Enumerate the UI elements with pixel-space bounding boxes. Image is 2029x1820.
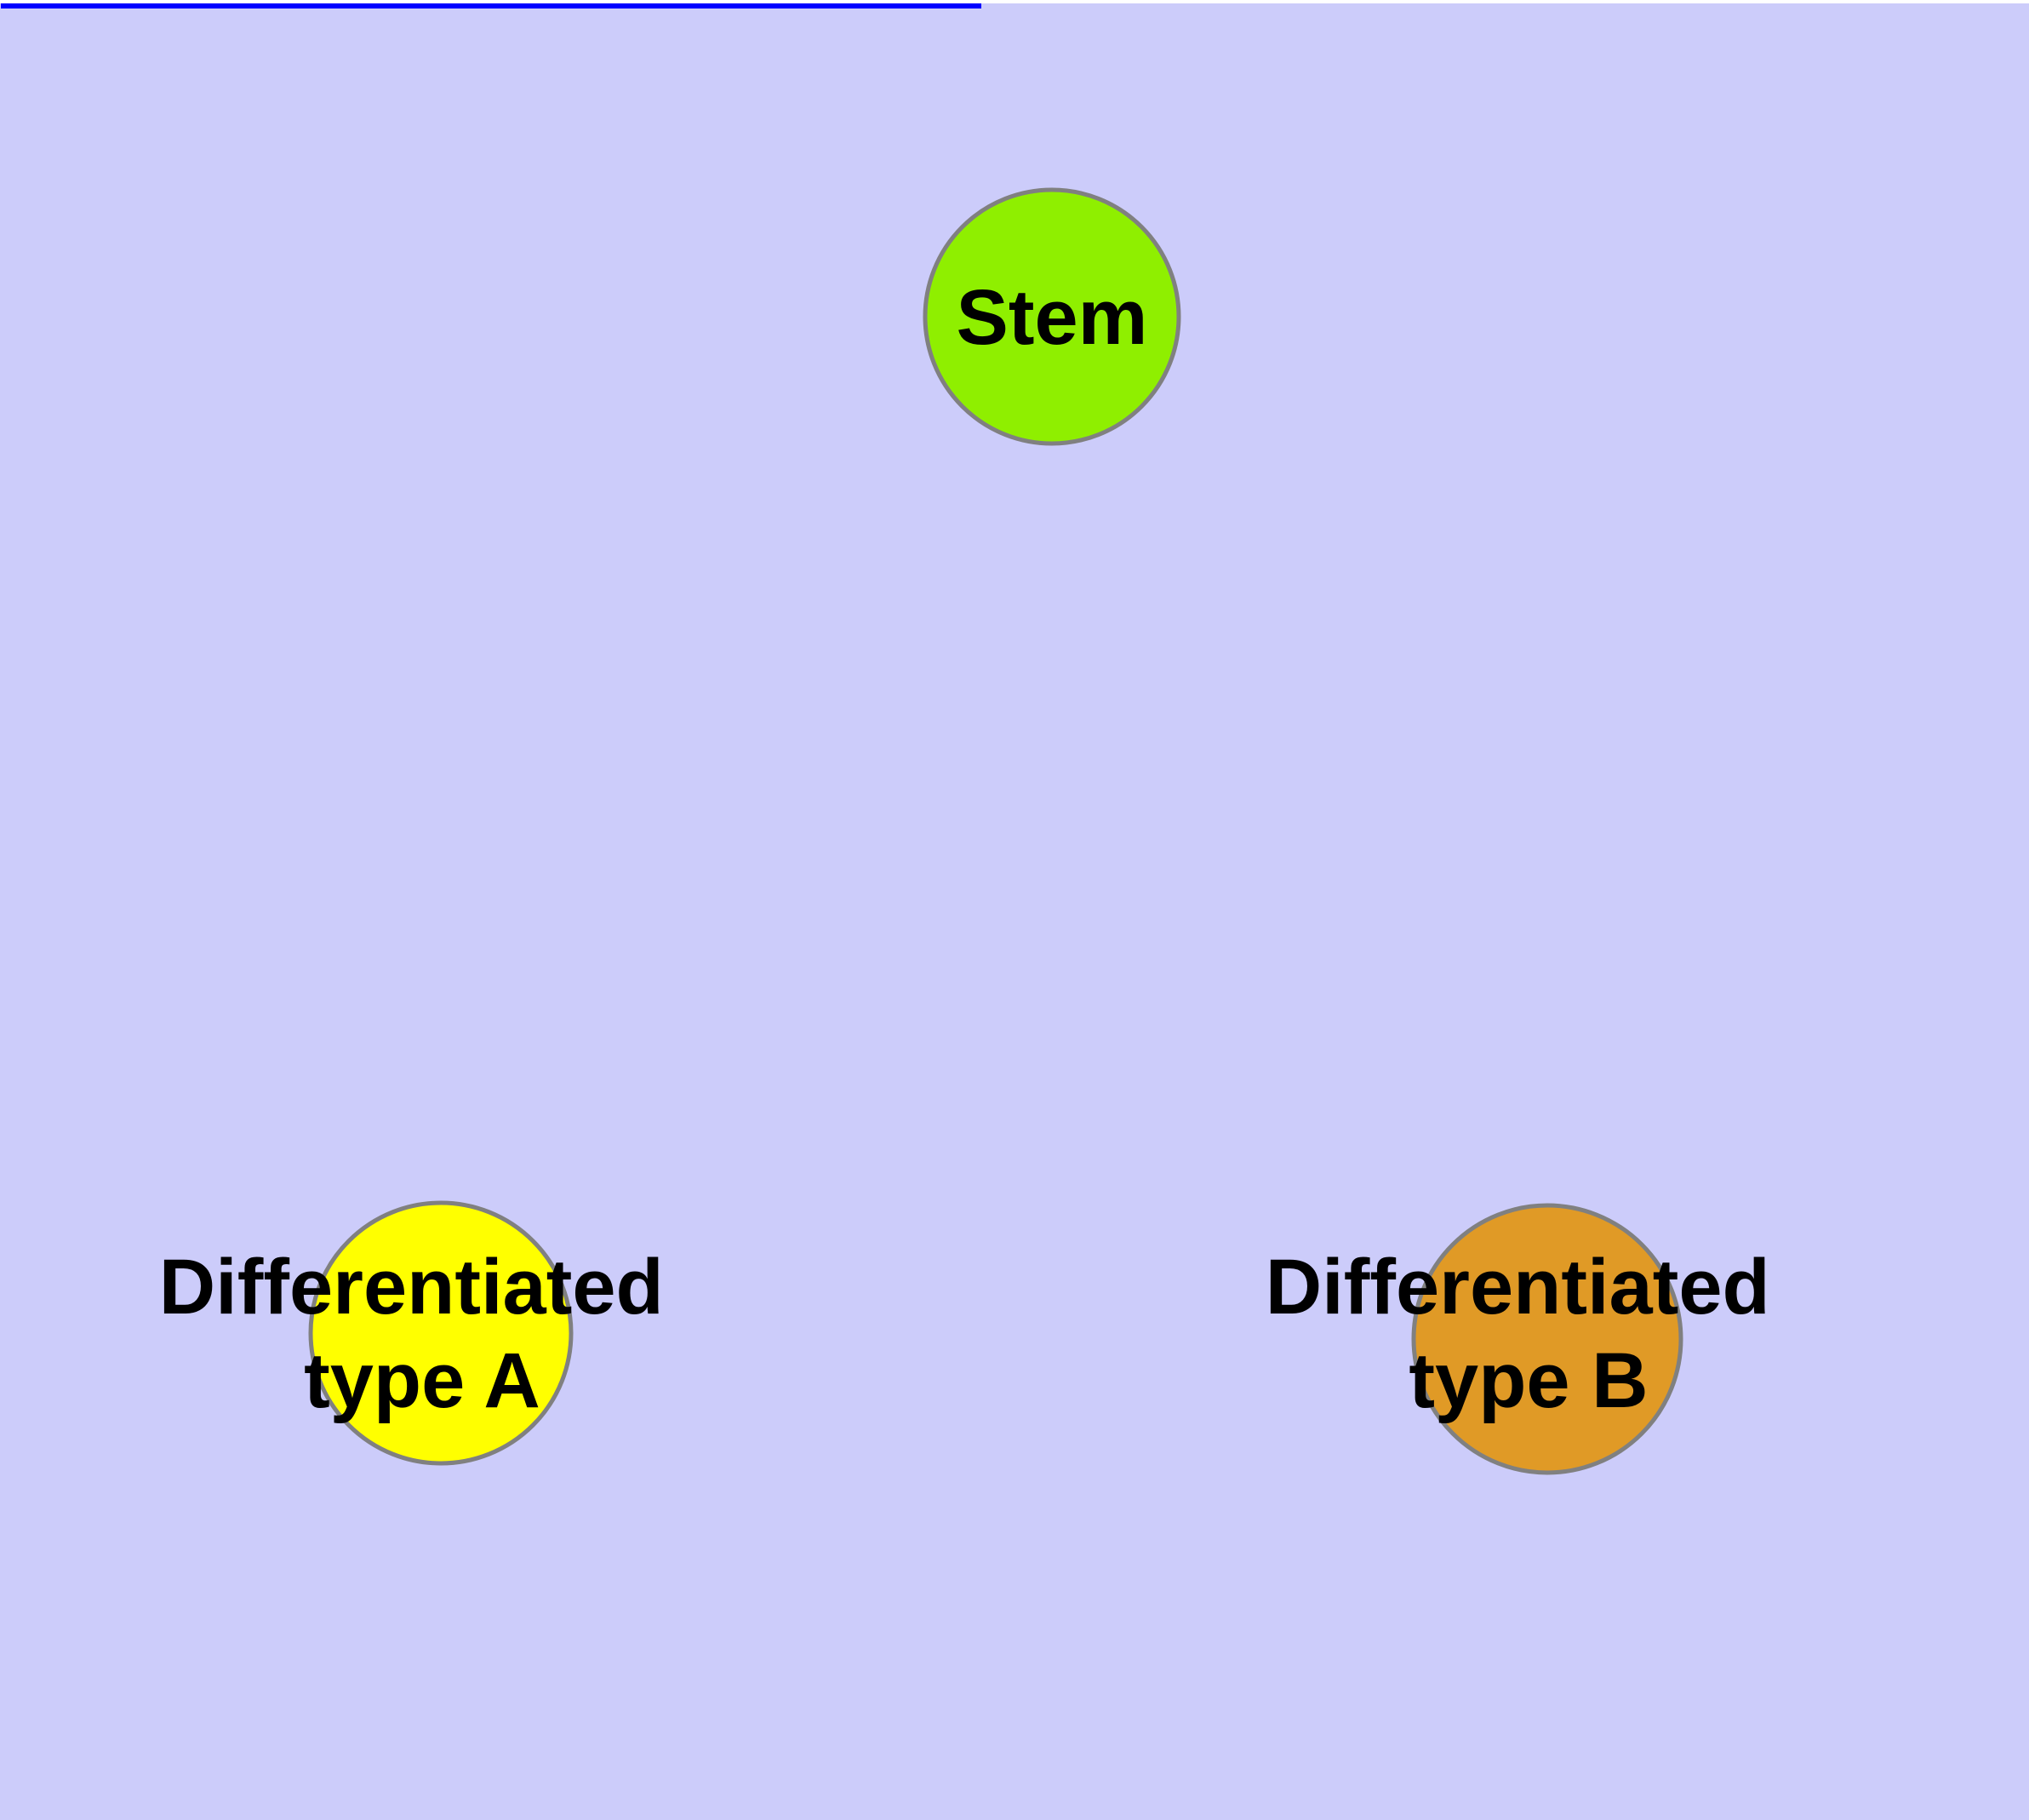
graph-svg: Stem Differentiated type A Differentiate… (1, 3, 1792, 1475)
node-layer (308, 187, 1683, 1475)
node-diff-a-label-line-1: Differentiated (159, 1244, 664, 1331)
node-stem[interactable] (923, 187, 1181, 446)
node-diff-b-circle[interactable] (1411, 1203, 1683, 1475)
node-diff-b-label-line-1: Differentiated (1266, 1244, 1770, 1331)
node-diff-b-label: Differentiated type B (1266, 1244, 1792, 1424)
node-diff-a-circle[interactable] (308, 1200, 574, 1466)
node-diff-a-label: Differentiated type A (159, 1244, 686, 1424)
node-stem-label-line-1: Stem (957, 274, 1148, 361)
node-diff-b-label-line-2: type B (1409, 1337, 1648, 1424)
node-diff-a-label-line-2: type A (304, 1337, 540, 1424)
node-diff-a[interactable] (308, 1200, 574, 1466)
diagram-plot-area: Stem Differentiated type A Differentiate… (0, 3, 2029, 1820)
node-stem-label: Stem (957, 274, 1148, 361)
node-stem-circle[interactable] (923, 187, 1181, 446)
label-layer: Stem Differentiated type A Differentiate… (159, 274, 1792, 1424)
node-diff-b[interactable] (1411, 1203, 1683, 1475)
